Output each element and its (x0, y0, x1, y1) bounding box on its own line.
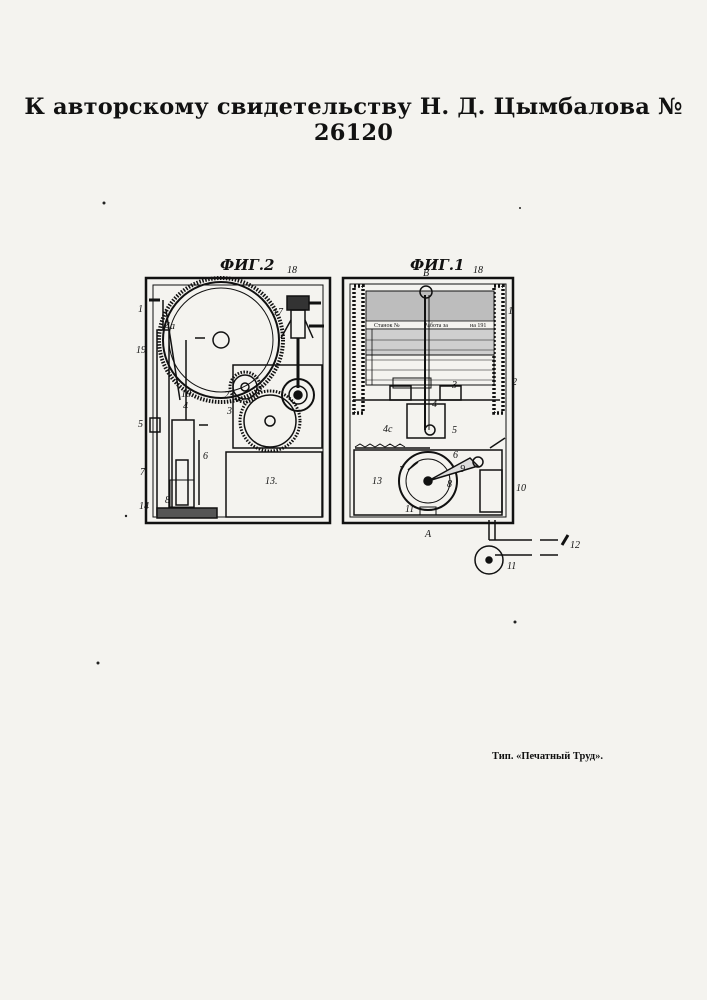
fig1-label-10: 10 (516, 484, 526, 494)
fig1-label-7: 7 (399, 466, 404, 476)
fig2-drawing (146, 278, 330, 523)
fig1-label-2: 2 (512, 378, 517, 388)
fig2-label-3: 3 (227, 407, 232, 417)
fig1-label-5: 5 (452, 426, 457, 436)
fig2-label-2: 2 (224, 391, 229, 401)
fig1-label-11-outer: 11 (507, 562, 516, 572)
fig1-chart-text-machine: Станок № (374, 321, 400, 331)
fig2-label-18-mid: 18 (181, 390, 191, 400)
fig2-label-1: 1 (138, 305, 143, 315)
printer-imprint: Тип. «Печатный Труд». (492, 751, 603, 762)
fig1-chart-text-year: на 191 (470, 321, 486, 331)
fig2-label-13: 13. (265, 477, 278, 487)
fig1-label-3: 3 (452, 381, 457, 391)
fig2-label-4a: 4a (165, 322, 175, 332)
fig1-label-11-inner: 11 (405, 505, 414, 515)
fig2-label-5: 5 (138, 420, 143, 430)
fig1-label-18: 18 (473, 266, 483, 276)
paper-specks (97, 202, 522, 665)
fig1-label-1: 1 (508, 307, 513, 317)
fig2-label-17: 17 (273, 308, 283, 318)
fig2-label-7: 7 (140, 468, 145, 478)
fig2-label-4: 4 (183, 402, 188, 412)
fig1-label-B: B (423, 269, 429, 279)
fig2-label-18-top: 18 (287, 266, 297, 276)
fig1-label-13: 13 (372, 477, 382, 487)
fig2-label-14: 14 (139, 502, 149, 512)
fig1-label-4c: 4c (383, 425, 392, 435)
fig1-chart-text-work: Работа за (424, 321, 448, 331)
fig1-label-12: 12 (570, 541, 580, 551)
fig2-label-19: 19 (136, 346, 146, 356)
fig1-label-9: 9 (460, 465, 465, 475)
fig2-label-8: 8 (165, 496, 170, 506)
fig1-label-4: 4 (432, 400, 437, 410)
fig2-label-6: 6 (203, 452, 208, 462)
fig1-label-A: A (425, 530, 431, 540)
fig1-label-8: 8 (447, 480, 452, 490)
fig1-label-6: 6 (453, 451, 458, 461)
